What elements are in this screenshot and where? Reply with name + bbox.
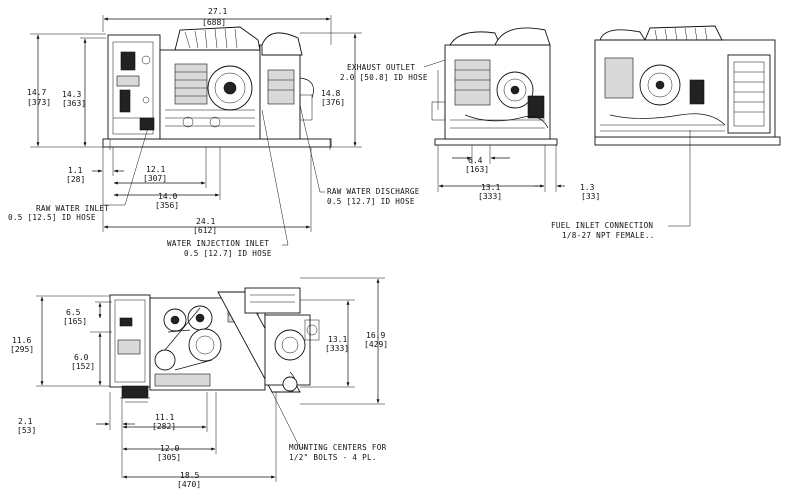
dim-side-left-inner-in: 14.3 xyxy=(62,90,81,99)
dim-side-offset-b-mm: [307] xyxy=(143,174,167,183)
side-air-cover xyxy=(174,26,261,51)
dim-end-width-mm: [333] xyxy=(478,192,502,201)
dim-side-offset-c-in: 14.0 xyxy=(158,192,177,201)
side-exhaust-elbow xyxy=(261,32,303,56)
end-base-plate xyxy=(434,138,558,146)
callout-fuel-inlet-line1: FUEL INLET CONNECTION xyxy=(551,221,653,230)
callout-water-injection-line2: 0.5 [12.7] ID HOSE xyxy=(184,249,272,258)
dim-side-left-height-mm: [373] xyxy=(27,98,51,107)
dim-top-depth-mid-mm: [333] xyxy=(325,344,349,353)
callout-exhaust-line1: EXHAUST OUTLET xyxy=(347,63,415,72)
dim-end-offset-a-in: 6.4 xyxy=(468,156,483,165)
dim-side-offset-d-mm: [612] xyxy=(193,226,217,235)
dim-top-depth-left-mm: [295] xyxy=(10,345,34,354)
callout-raw-inlet-line1: RAW WATER INLET xyxy=(36,204,109,213)
dim-top-offset-b-in: 11.1 xyxy=(155,413,174,422)
dim-side-offset-a-in: 1.1 xyxy=(68,166,83,175)
dim-top-depth-inner-mm: [152] xyxy=(71,362,95,371)
dim-side-offset-a-mm: [28] xyxy=(66,175,85,184)
callout-exhaust-line2: 2.0 [50.8] ID HOSE xyxy=(340,73,428,82)
dim-top-offset-c-in: 12.0 xyxy=(160,444,179,453)
dim-side-width-mm: [688] xyxy=(202,18,226,27)
dim-top-length-in: 18.5 xyxy=(180,471,199,480)
dim-top-depth-right-in: 16.9 xyxy=(366,331,385,340)
dim-top-offset-b-mm: [282] xyxy=(152,422,176,431)
dim-side-left-height-in: 14.7 xyxy=(27,88,46,97)
callout-mounting-line1: MOUNTING CENTERS FOR xyxy=(289,443,387,452)
dim-end-offset-b-in: 1.3 xyxy=(580,183,595,192)
dim-top-depth-small-mm: [165] xyxy=(63,317,87,326)
front-view: FUEL INLET CONNECTION 1/8-27 NPT FEMALE.… xyxy=(551,25,781,240)
dim-side-right-height-mm: [376] xyxy=(321,98,345,107)
top-view: 6.5 [165] 11.6 [295] 6.0 [152] 2.1 [53] … xyxy=(10,277,388,489)
dim-top-offset-a-mm: [53] xyxy=(17,426,36,435)
end-fuel-filter xyxy=(527,95,545,119)
dim-side-width-in: 27.1 xyxy=(208,7,227,16)
dim-top-depth-right-mm: [429] xyxy=(364,340,388,349)
callout-water-injection-line1: WATER INJECTION INLET xyxy=(167,239,269,248)
callout-raw-discharge-line2: 0.5 [12.7] ID HOSE xyxy=(327,197,415,206)
dim-end-offset-a-mm: [163] xyxy=(465,165,489,174)
dim-end-width-in: 13.1 xyxy=(481,183,500,192)
callout-raw-discharge-line1: RAW WATER DISCHARGE xyxy=(327,187,420,196)
dim-side-offset-d-in: 24.1 xyxy=(196,217,215,226)
end-view: 6.4 [163] 13.1 [333] 1.3 [33] EXHAUST OU… xyxy=(340,27,600,201)
dim-side-offset-c-mm: [356] xyxy=(155,201,179,210)
dim-top-length-mm: [470] xyxy=(177,480,201,489)
dim-top-depth-small-in: 6.5 xyxy=(66,308,81,317)
front-control-panel xyxy=(727,54,771,134)
dim-top-offset-a-in: 2.1 xyxy=(18,417,33,426)
dim-top-offset-c-mm: [305] xyxy=(157,453,181,462)
dim-top-depth-mid-in: 13.1 xyxy=(328,335,347,344)
side-view: 27.1 [688] 14.7 [373] 14.3 [363] 14.8 [3… xyxy=(8,7,420,258)
front-exhaust-elbow xyxy=(599,29,646,41)
dim-top-depth-left-in: 11.6 xyxy=(12,336,31,345)
dim-end-offset-b-mm: [33] xyxy=(581,192,600,201)
dim-side-left-inner-mm: [363] xyxy=(62,99,86,108)
top-connector-block xyxy=(121,385,149,399)
dim-top-depth-inner-in: 6.0 xyxy=(74,353,89,362)
front-base-plate xyxy=(594,136,781,146)
callout-fuel-inlet-line2: 1/8-27 NPT FEMALE.. xyxy=(562,231,655,240)
dim-side-right-height-in: 14.8 xyxy=(321,89,340,98)
dim-side-offset-b-in: 12.1 xyxy=(146,165,165,174)
side-base-plate xyxy=(102,138,332,148)
callout-mounting-line2: 1/2" BOLTS - 4 PL. xyxy=(289,453,377,462)
callout-raw-inlet-line2: 0.5 [12.5] ID HOSE xyxy=(8,213,96,222)
